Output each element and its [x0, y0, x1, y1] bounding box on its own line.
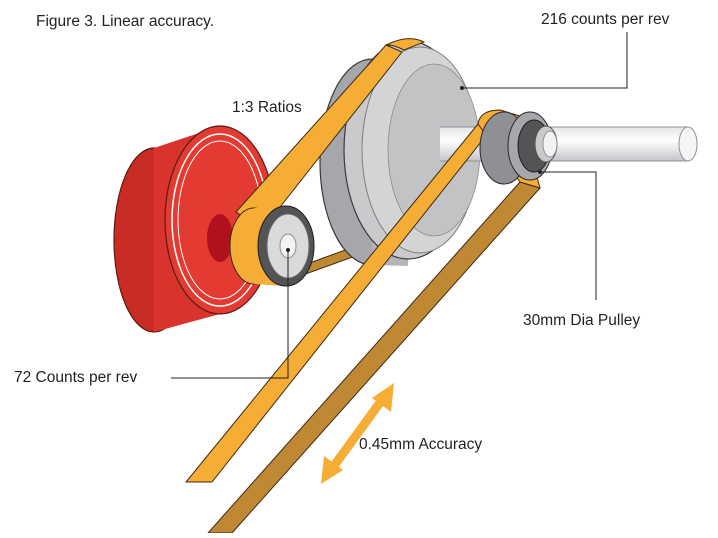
- accuracy-label: 0.45mm Accuracy: [359, 436, 483, 453]
- leader-lines: [171, 32, 628, 379]
- leader-216: [462, 32, 628, 89]
- figure-caption: Figure 3. Linear accuracy.: [36, 13, 215, 30]
- large-pulley-counts-label: 216 counts per rev: [541, 11, 670, 28]
- motor-pulley: [229, 205, 315, 287]
- accuracy-arrow: [321, 383, 394, 484]
- leader-30mm: [540, 171, 597, 300]
- small-pulley: [477, 109, 558, 189]
- small-pulley-diameter-label: 30mm Dia Pulley: [523, 312, 641, 329]
- leader-30mm-dot: [538, 170, 542, 174]
- motor-counts-label: 72 Counts per rev: [14, 369, 138, 386]
- leader-72: [171, 250, 289, 379]
- leader-216-dot: [460, 86, 464, 90]
- belt-upper-wrap: [385, 38, 426, 51]
- ratio-label: 1:3 Ratios: [232, 99, 302, 116]
- leader-72-dot: [286, 248, 290, 252]
